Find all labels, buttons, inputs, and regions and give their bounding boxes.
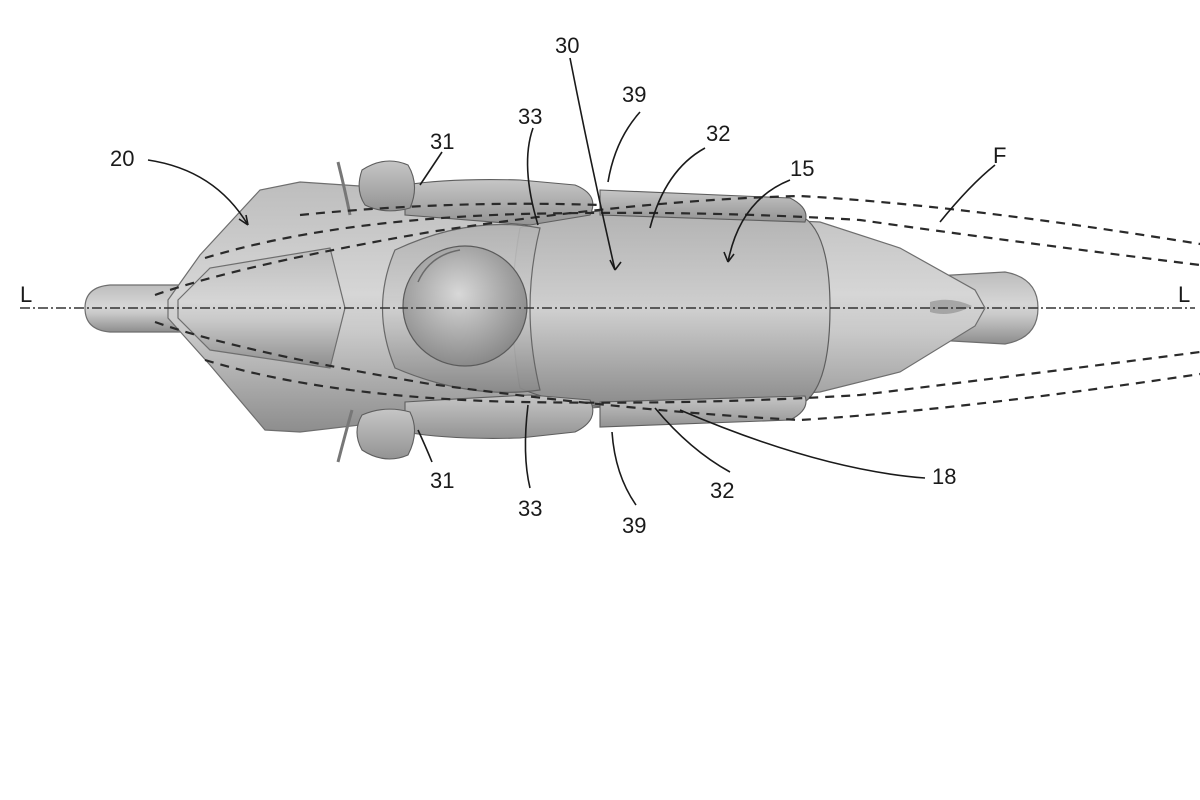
helmet	[402, 245, 528, 367]
airflow-lines	[154, 194, 1200, 422]
ref-32-top: 32	[706, 121, 730, 146]
ref-33-top: 33	[518, 104, 542, 129]
ref-20: 20	[110, 146, 134, 171]
ref-39-top: 39	[622, 82, 646, 107]
ref-15: 15	[790, 156, 814, 181]
hand-bottom	[356, 408, 416, 460]
ref-31-bottom: 31	[430, 468, 454, 493]
ref-32-bottom: 32	[710, 478, 734, 503]
ref-31-top: 31	[430, 129, 454, 154]
ref-30: 30	[555, 33, 579, 58]
nose-detail	[930, 299, 972, 314]
rider	[336, 160, 831, 463]
helmet-visor	[417, 249, 461, 283]
flow-label: F	[993, 143, 1006, 168]
axis-label-left: L	[20, 282, 32, 307]
ref-33-bottom: 33	[518, 496, 542, 521]
ref-18: 18	[932, 464, 956, 489]
leader-lines	[147, 57, 996, 506]
hand-top	[358, 160, 416, 212]
ref-39-bottom: 39	[622, 513, 646, 538]
axis-label-right: L	[1178, 282, 1190, 307]
rider-torso	[511, 208, 831, 411]
arm-bottom	[404, 394, 594, 439]
lever-bottom	[336, 409, 354, 463]
